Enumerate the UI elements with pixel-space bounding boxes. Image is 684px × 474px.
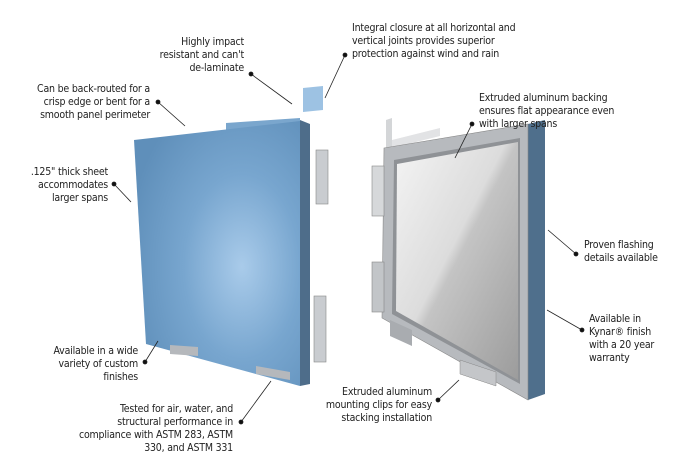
- callout-line: variety of custom: [58, 358, 139, 370]
- callout-line: Extruded aluminum backing: [479, 92, 608, 104]
- callout-line: smooth panel perimeter: [40, 109, 150, 121]
- callout-flashing: Proven flashing details available: [584, 239, 658, 265]
- callout-line: 330, and ASTM 331: [144, 442, 233, 454]
- callout-line: Highly impact: [181, 36, 244, 48]
- backing-frame: [371, 118, 545, 401]
- callout-kynar: Available in Kynar® finish with a 20 yea…: [589, 313, 654, 365]
- callout-line: stacking installation: [341, 412, 432, 424]
- callout-line: with a 20 year: [589, 339, 655, 351]
- callout-line: structural performance in: [117, 416, 233, 428]
- callout-impact: Highly impact resistant and can't de-lam…: [159, 36, 245, 75]
- callout-line: accommodates: [38, 179, 108, 191]
- callout-line: Proven flashing: [584, 239, 654, 251]
- callout-line: with larger spans: [479, 118, 558, 130]
- composite-panel: [134, 86, 329, 386]
- callout-line: vertical joints provides superior: [352, 35, 495, 47]
- callout-line: Extruded aluminum: [342, 386, 432, 398]
- mounting-clip: [315, 149, 329, 205]
- callout-line: Available in a wide: [53, 345, 139, 357]
- mounting-clip: [313, 295, 327, 363]
- callout-clips: Extruded aluminum mounting clips for eas…: [326, 386, 432, 425]
- callout-line: crisp edge or bent for a: [43, 96, 151, 108]
- callout-line: ensures flat appearance even: [479, 105, 615, 117]
- callout-back-routed: Can be back-routed for a crisp edge or b…: [37, 83, 150, 122]
- callout-line: Tested for air, water, and: [120, 403, 233, 415]
- callout-line: protection against wind and rain: [352, 48, 500, 60]
- callout-tested: Tested for air, water, and structural pe…: [79, 403, 233, 455]
- callout-finishes: Available in a wide variety of custom fi…: [53, 345, 139, 384]
- callout-line: Available in: [589, 313, 641, 325]
- callout-line: finishes: [103, 371, 138, 383]
- callout-line: .125" thick sheet: [30, 166, 108, 178]
- callout-line: de-laminate: [189, 62, 244, 74]
- leader-lines: [111, 52, 585, 425]
- callout-closure: Integral closure at all horizontal and v…: [352, 22, 516, 61]
- callout-line: Can be back-routed for a: [37, 83, 150, 95]
- callout-line: Integral closure at all horizontal and: [352, 22, 516, 34]
- callout-line: warranty: [589, 352, 630, 364]
- callout-line: details available: [584, 252, 658, 264]
- callout-line: larger spans: [51, 192, 108, 204]
- callout-line: compliance with ASTM 283, ASTM: [78, 429, 233, 441]
- callout-line: resistant and can't: [159, 49, 245, 61]
- callout-backing: Extruded aluminum backing ensures flat a…: [479, 92, 614, 131]
- callout-line: mounting clips for easy: [325, 399, 432, 411]
- callout-thick-sheet: .125" thick sheet accommodates larger sp…: [31, 166, 108, 205]
- callout-line: Kynar® finish: [589, 326, 651, 338]
